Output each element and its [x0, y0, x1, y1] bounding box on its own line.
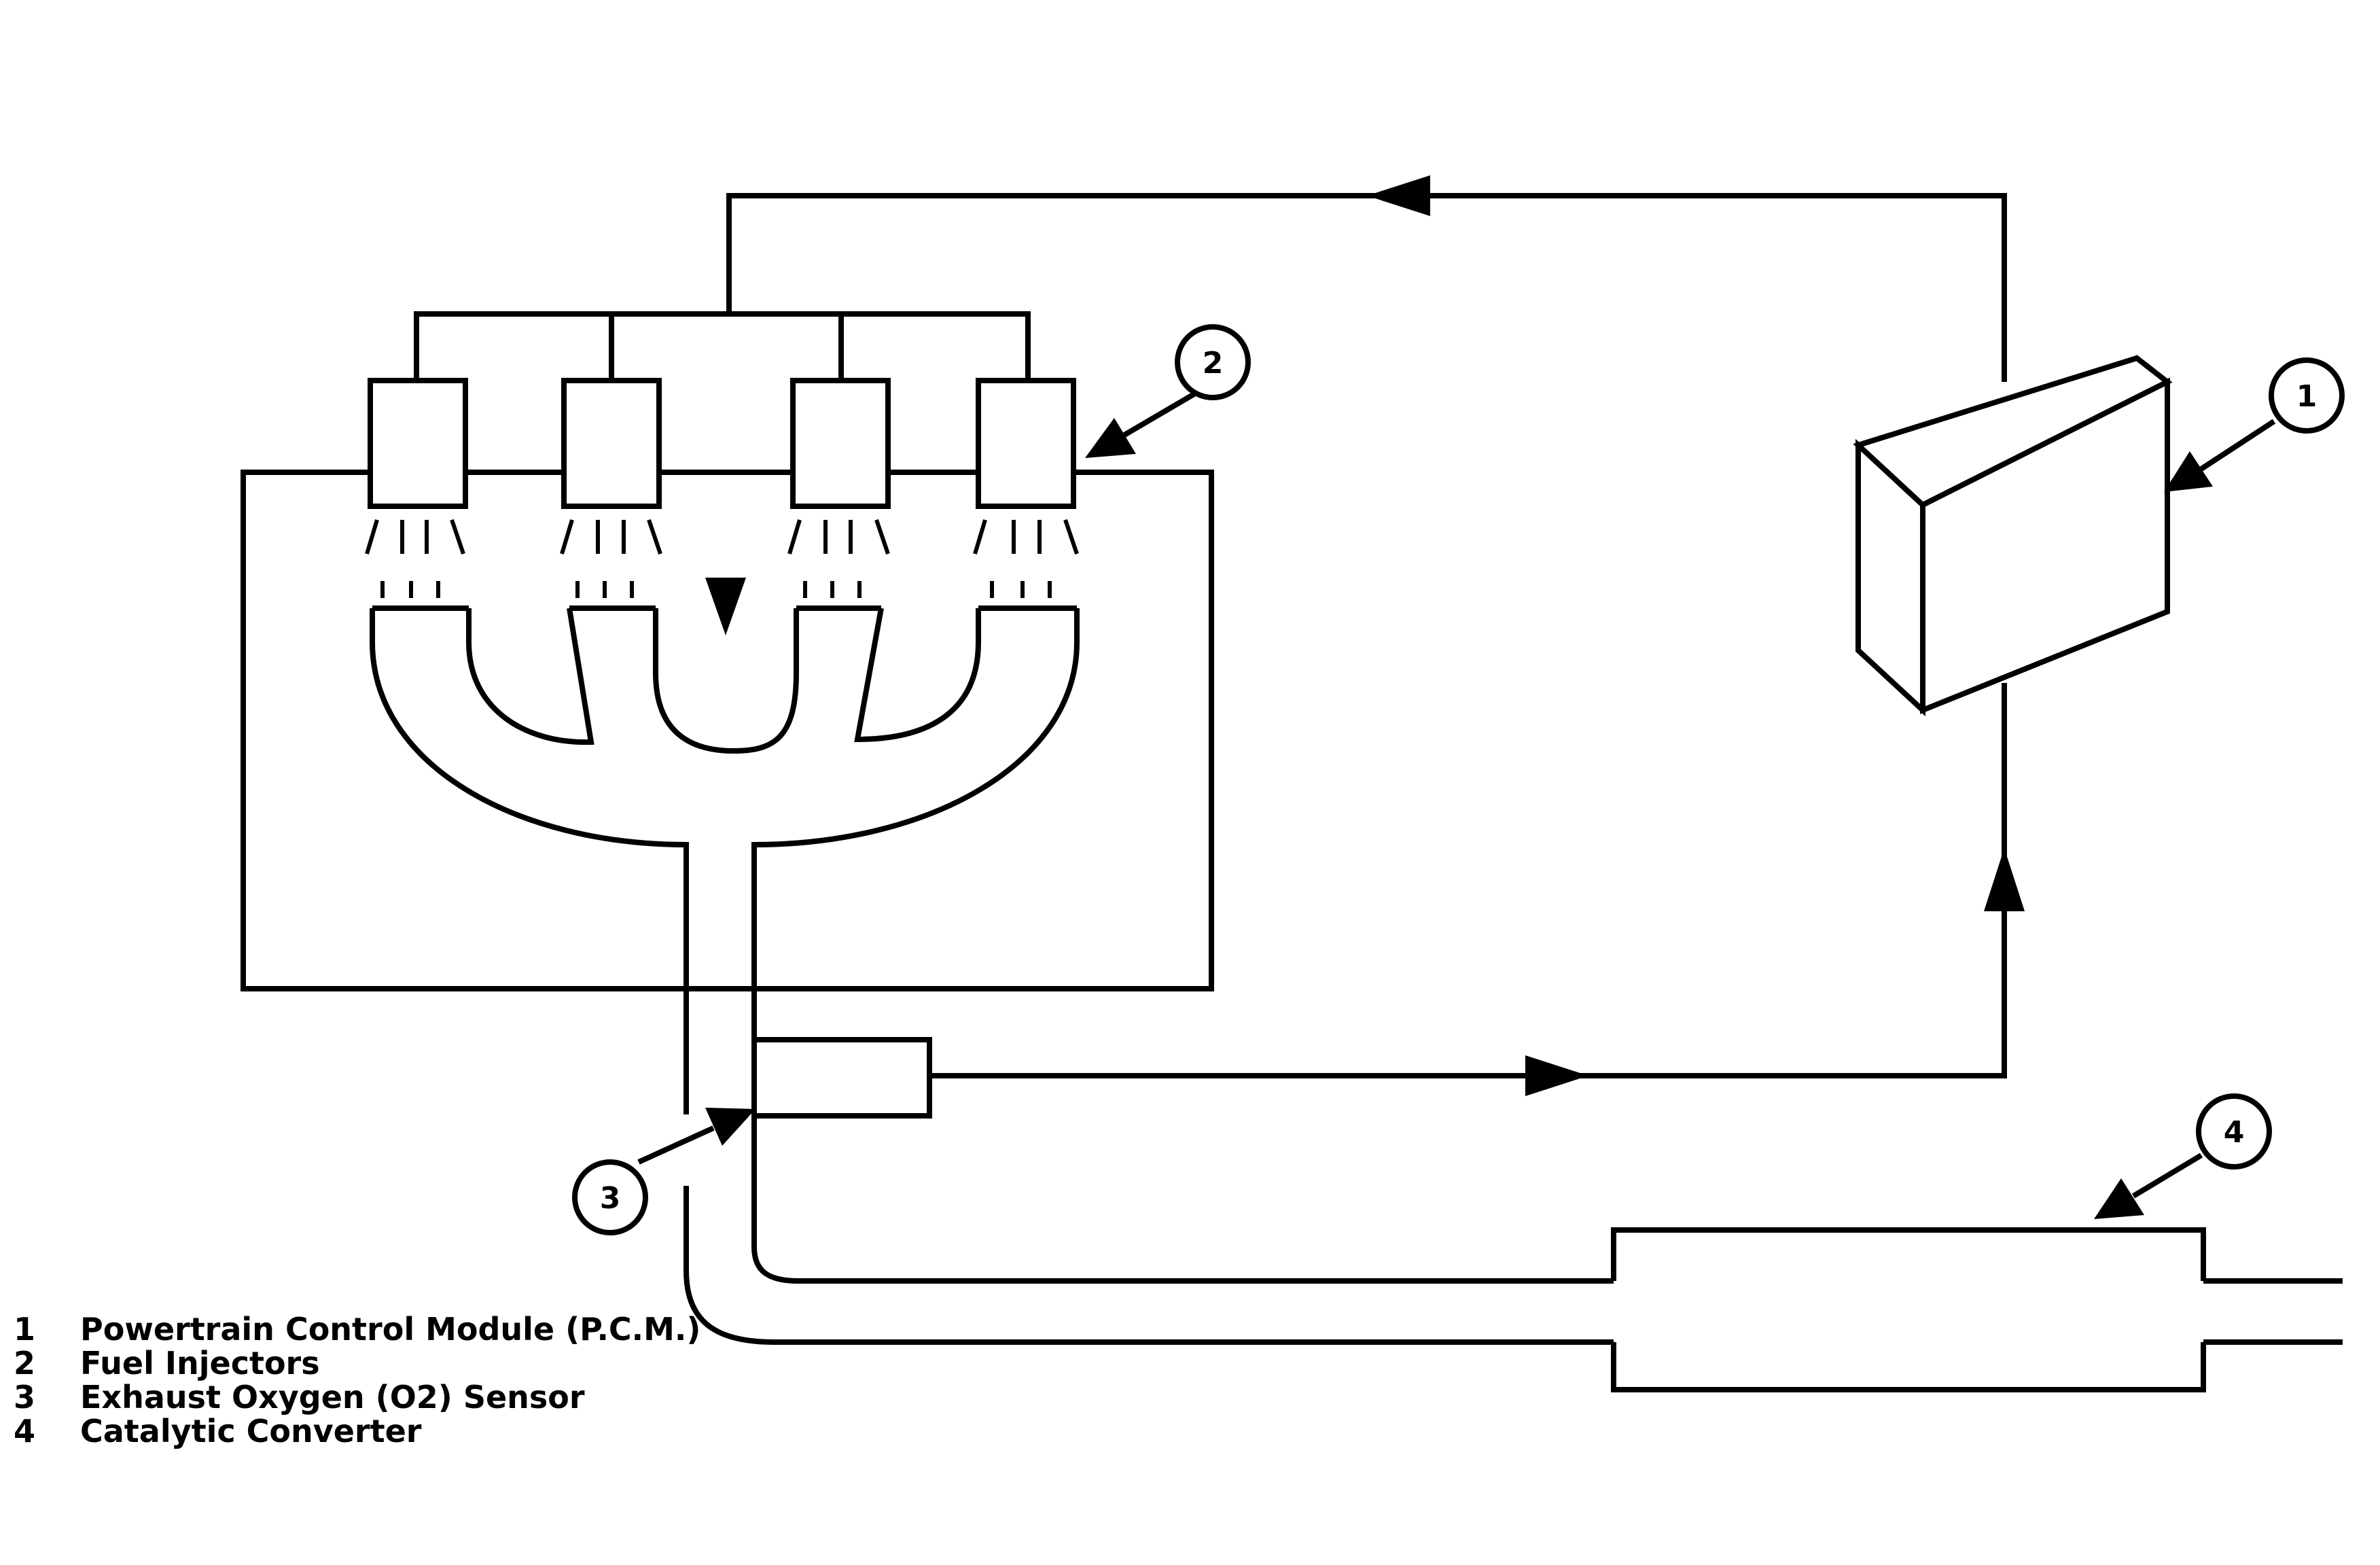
legend-text: Catalytic Converter	[80, 1413, 422, 1449]
fuel-injector	[561, 378, 662, 509]
legend-number: 2	[14, 1345, 35, 1382]
callout-4: 4	[2196, 1093, 2272, 1170]
flow-arrow-right-icon	[1525, 1055, 1588, 1096]
sensor-to-pcm-signal-line	[929, 683, 2025, 1096]
engine-block	[241, 470, 1214, 991]
fuel-spray-marks	[365, 519, 1079, 598]
callout-leaders	[637, 381, 2276, 1219]
fuel-injector	[976, 378, 1076, 509]
fuel-injectors	[368, 378, 1076, 509]
callout-1-label: 1	[2296, 379, 2317, 414]
flow-arrow-up-icon	[1984, 848, 2025, 911]
fuel-injector	[790, 378, 891, 509]
legend-text: Fuel Injectors	[80, 1345, 320, 1382]
legend-number: 3	[14, 1379, 35, 1415]
callout-1: 1	[2269, 357, 2345, 434]
powertrain-control-module	[1853, 355, 2173, 717]
legend-text: Exhaust Oxygen (O2) Sensor	[80, 1379, 585, 1415]
exhaust-manifold	[370, 605, 1080, 1114]
callout-3: 3	[572, 1159, 648, 1235]
legend-number: 4	[14, 1413, 35, 1449]
exhaust-pipe	[683, 1114, 2343, 1345]
fuel-injector	[368, 378, 468, 509]
callout-2: 2	[1175, 324, 1251, 400]
callout-4-label: 4	[2224, 1115, 2245, 1150]
pcm-to-injector-signal-line	[414, 175, 2007, 382]
air-flow-arrow-down-icon	[705, 578, 746, 635]
legend-text: Powertrain Control Module (P.C.M.)	[80, 1311, 700, 1348]
legend: 1 Powertrain Control Module (P.C.M.) 2 F…	[14, 1311, 700, 1449]
callout-2-label: 2	[1203, 346, 1224, 381]
legend-number: 1	[14, 1311, 35, 1348]
catalytic-converter	[1611, 1227, 2206, 1392]
oxygen-sensor	[751, 1037, 932, 1119]
callout-3-label: 3	[600, 1181, 621, 1216]
flow-arrow-left-icon	[1367, 175, 1430, 216]
